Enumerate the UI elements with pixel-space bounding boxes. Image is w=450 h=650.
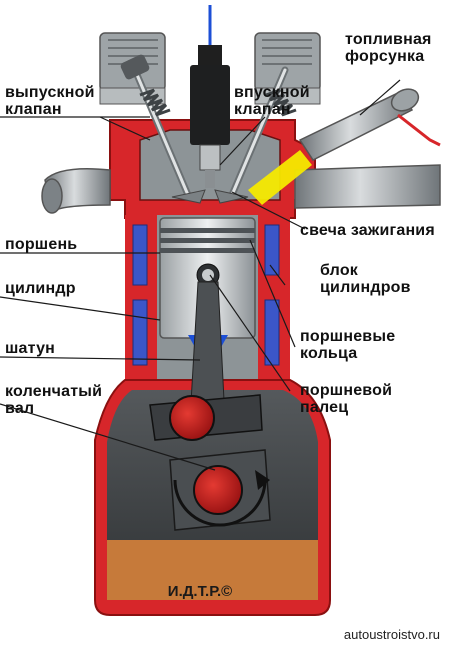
- label-piston-rings: поршневые кольца: [300, 328, 396, 362]
- connecting-rod: [149, 281, 263, 441]
- oil-sump: [107, 540, 318, 600]
- exhaust-valve: [120, 54, 206, 204]
- label-cylinder: цилиндр: [5, 280, 76, 297]
- label-exhaust-valve: выпускной клапан: [5, 84, 95, 118]
- crankshaft: [169, 449, 271, 531]
- trademark: И.Д.Т.Р.©: [167, 583, 233, 600]
- piston: [159, 217, 256, 339]
- leader-connecting-rod: [0, 356, 201, 361]
- label-piston-pin: поршневой палец: [300, 382, 393, 416]
- leader-intake-valve: [219, 116, 266, 166]
- label-intake-valve: впускной клапан: [234, 84, 310, 118]
- intake-port: [294, 164, 441, 209]
- leader-lines: [0, 79, 401, 471]
- exhaust-port: [41, 168, 111, 214]
- spark-plug: [190, 5, 230, 188]
- website-credit: autoustroistvo.ru: [343, 627, 440, 642]
- label-crankshaft: коленчатый вал: [5, 383, 103, 417]
- fuel-injector: [248, 88, 441, 205]
- leader-spark-plug: [231, 191, 306, 230]
- leader-cylinder: [0, 296, 161, 321]
- label-fuel-injector: топливная форсунка: [345, 31, 432, 65]
- label-cylinder-block: блок цилиндров: [320, 262, 411, 296]
- label-spark-plug: свеча зажигания: [300, 222, 435, 239]
- label-piston: поршень: [5, 236, 78, 253]
- leader-crankshaft: [0, 403, 216, 471]
- leader-cylinder-block: [269, 264, 286, 286]
- intake-valve: [214, 66, 297, 204]
- leader-piston-pin: [209, 274, 291, 392]
- label-connecting-rod: шатун: [5, 340, 56, 357]
- leader-fuel-injector: [359, 79, 401, 116]
- leader-piston-rings: [249, 239, 296, 348]
- leader-exhaust-valve-b: [99, 116, 151, 141]
